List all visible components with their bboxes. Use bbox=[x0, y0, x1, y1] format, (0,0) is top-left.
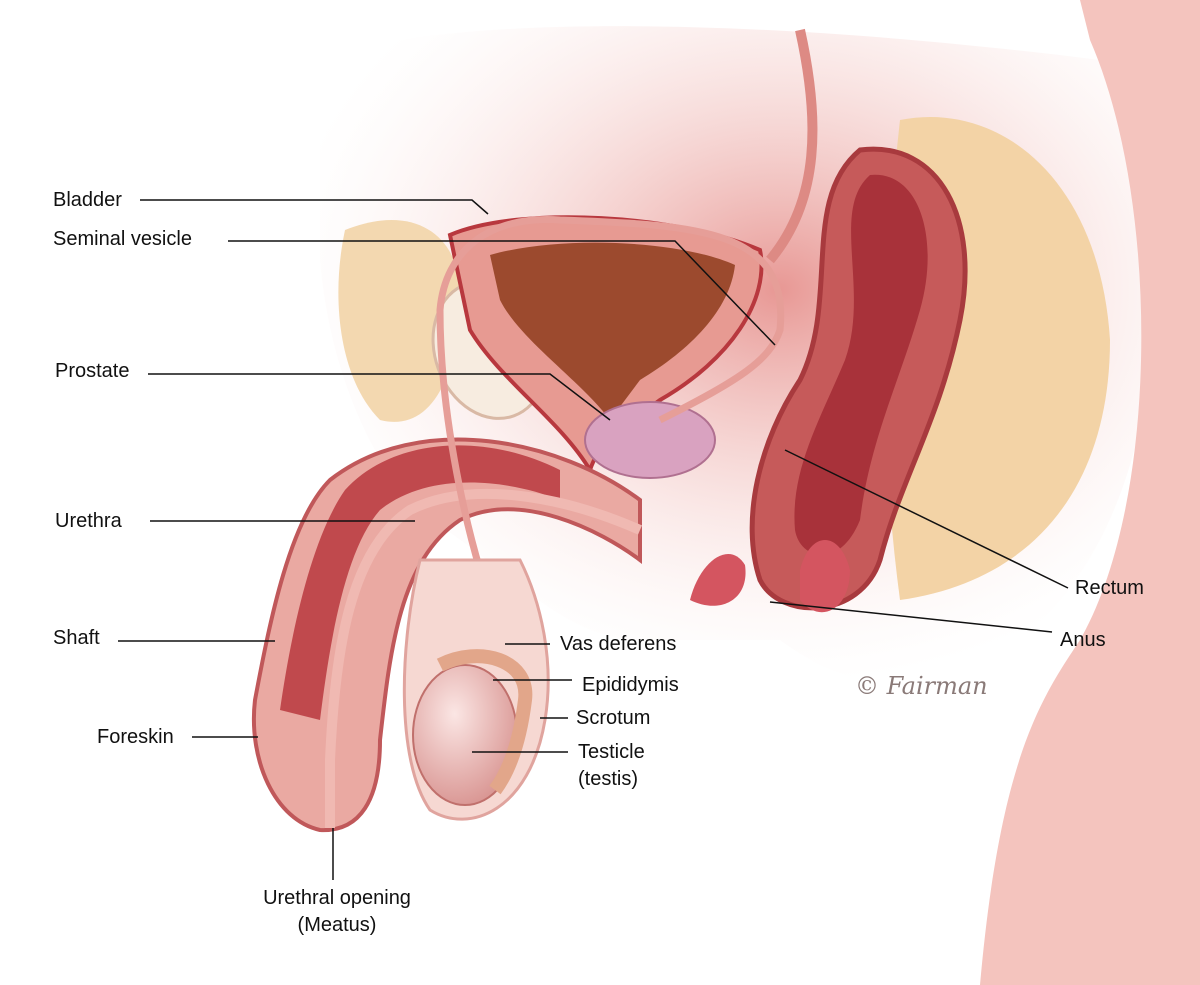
label-urethral-opening: Urethral opening bbox=[263, 887, 411, 909]
leader-lines bbox=[118, 199, 1069, 880]
label-rectum: Rectum bbox=[1075, 577, 1144, 599]
label-testicle: Testicle bbox=[578, 741, 645, 763]
vas-deferens-tube bbox=[436, 216, 785, 642]
anus-leader bbox=[769, 601, 1053, 633]
label-scrotum: Scrotum bbox=[576, 707, 651, 729]
label-seminal-vesicle: Seminal vesicle bbox=[53, 228, 192, 250]
prostate-leader bbox=[148, 373, 611, 421]
rectum-inner bbox=[794, 174, 928, 556]
label-foreskin: Foreskin bbox=[97, 726, 174, 748]
label-vas-deferens: Vas deferens bbox=[560, 633, 677, 655]
bladder-leader bbox=[140, 199, 489, 215]
prostate-shape bbox=[584, 401, 716, 479]
bladder-inner bbox=[490, 242, 735, 420]
label-bladder: Bladder bbox=[53, 189, 122, 211]
label-epididymis: Epididymis bbox=[582, 674, 679, 696]
ureter bbox=[766, 28, 818, 264]
seminal-vesicle-leader bbox=[228, 240, 776, 346]
anal-sphincter bbox=[690, 553, 746, 606]
label-shaft: Shaft bbox=[53, 627, 100, 649]
rectum-leader bbox=[784, 449, 1069, 589]
label-anus: Anus bbox=[1060, 629, 1106, 651]
urethra-tube bbox=[325, 488, 643, 828]
pubic-fat bbox=[338, 220, 462, 422]
corpus-cavernosum bbox=[280, 445, 560, 720]
label-testis: (testis) bbox=[578, 768, 638, 790]
label-prostate: Prostate bbox=[55, 360, 130, 382]
epididymis-shape bbox=[436, 649, 533, 795]
artist-signature: © Fairman bbox=[855, 672, 988, 700]
body-wall bbox=[980, 0, 1200, 985]
label-urethra: Urethra bbox=[55, 510, 122, 532]
anal-sphincter-2 bbox=[800, 540, 850, 613]
label-meatus: (Meatus) bbox=[297, 914, 377, 936]
